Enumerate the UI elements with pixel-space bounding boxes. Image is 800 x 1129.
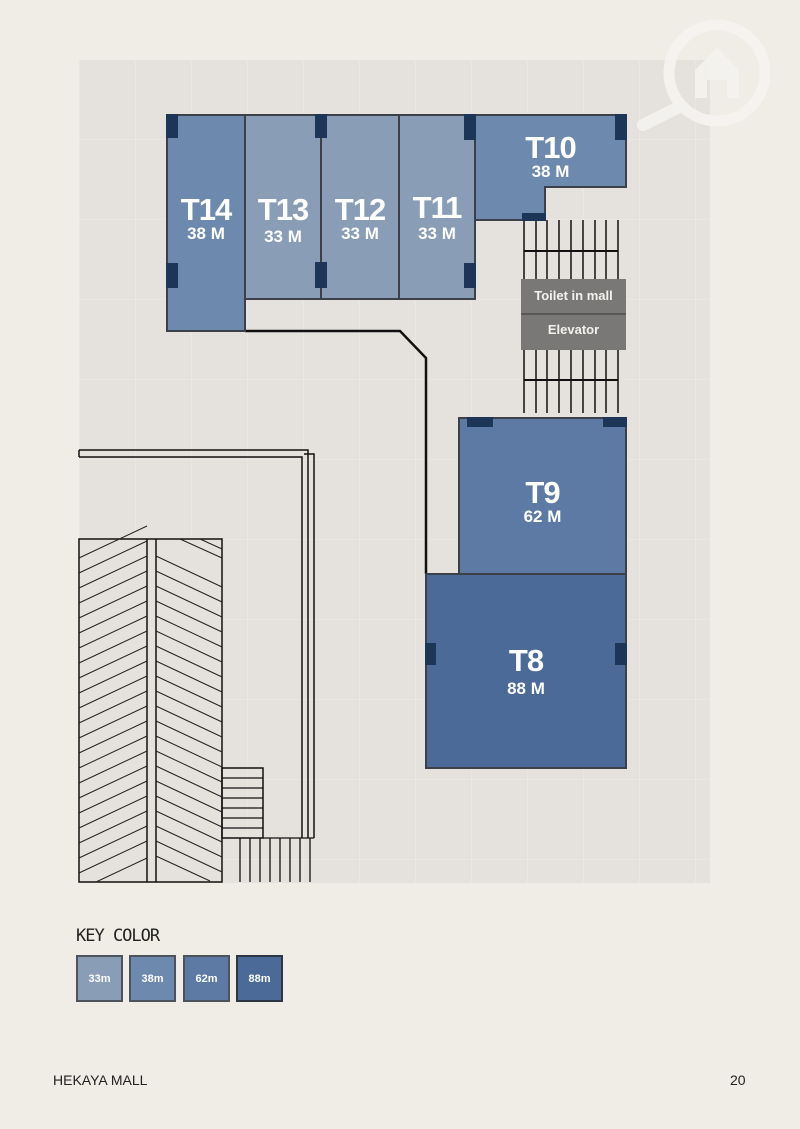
footer-title: HEKAYA MALL [53,1072,148,1088]
unit-code: T14 [180,192,232,227]
unit-area: 38 M [531,162,570,181]
door-marker [315,262,327,288]
door-marker [166,114,178,138]
unit-code: T12 [334,192,386,227]
door-marker [464,114,476,140]
door-marker [315,114,327,138]
unit-code: T9 [525,475,560,510]
unit-area: 33 M [418,224,456,243]
door-marker [425,643,436,665]
legend-title: KEY COLOR [76,926,160,946]
unit-code: T13 [257,192,309,227]
legend-swatch-62m: 62m [183,955,230,1002]
door-marker [615,114,627,140]
unit-area: 38 M [187,224,225,243]
page-number: 20 [730,1072,746,1088]
unit-area: 88 M [507,679,545,698]
wall-line [545,186,627,188]
legend-swatch-38m: 38m [129,955,176,1002]
door-marker [615,643,627,665]
unit-code: T10 [525,130,576,165]
unit-code: T11 [412,190,463,225]
toilet-label: Toilet in mall [521,279,626,313]
unit-area: 33 M [264,227,302,246]
door-marker [464,263,476,288]
unit-area: 62 M [523,507,562,526]
unit-area: 33 M [341,224,379,243]
legend-swatch-88m: 88m [236,955,283,1002]
unit-t10-extension [474,186,546,221]
magnifier-house-icon [637,19,771,131]
divider [521,313,626,315]
door-marker [467,417,493,427]
legend-swatch-33m: 33m [76,955,123,1002]
unit-code: T8 [508,643,544,678]
door-marker [522,213,546,221]
door-marker [166,263,178,288]
elevator-label: Elevator [521,315,626,350]
door-marker [603,417,627,427]
